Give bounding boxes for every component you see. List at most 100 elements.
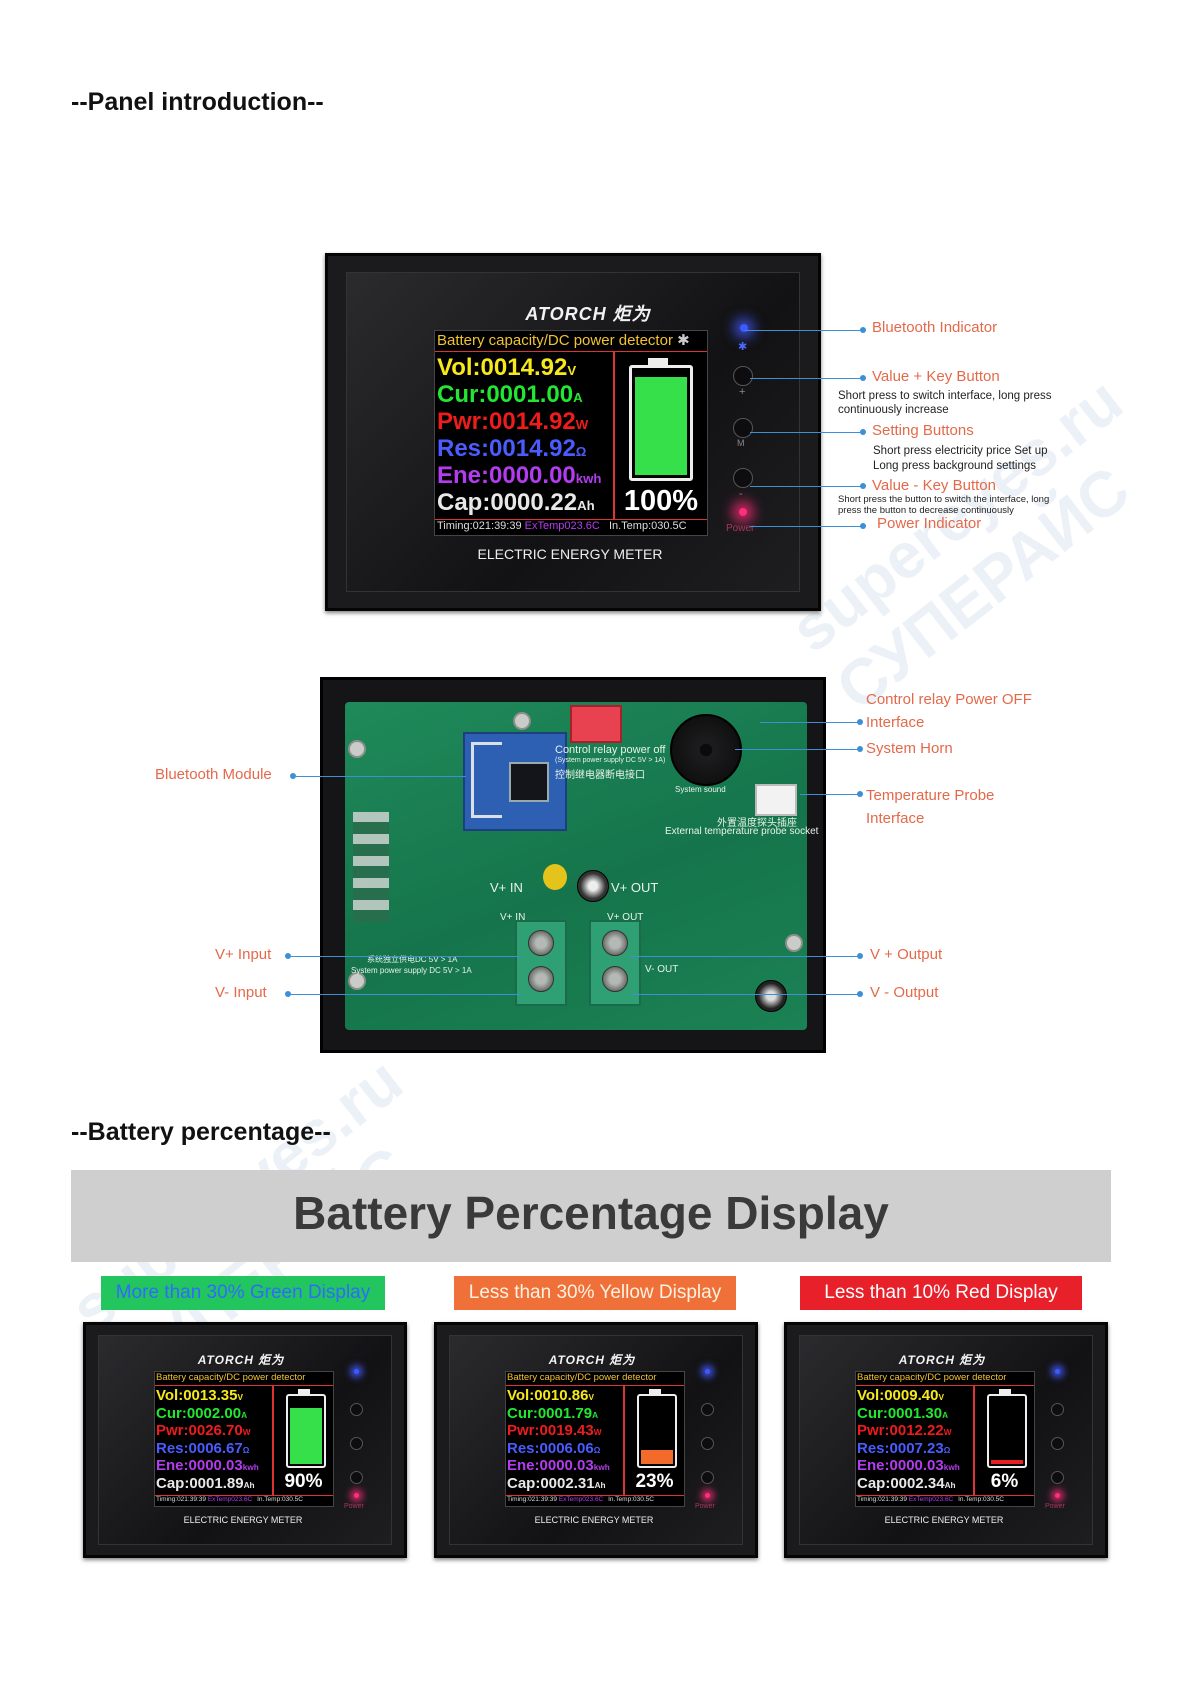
mini-pwr-unit: W bbox=[242, 1428, 251, 1437]
terminal-screw[interactable] bbox=[602, 966, 628, 992]
mini-lcd-screen: Battery capacity/DC power detector Vol:0… bbox=[505, 1371, 685, 1507]
in-temp-text: In.Temp:030.5C bbox=[608, 1496, 654, 1503]
callout-dot bbox=[860, 483, 866, 489]
mini-pwr-unit: W bbox=[593, 1428, 602, 1437]
setting-button[interactable] bbox=[733, 418, 753, 438]
value-plus-button[interactable] bbox=[1051, 1403, 1064, 1416]
pwr-label: Pwr: bbox=[437, 408, 490, 435]
label-power-indicator: Power Indicator bbox=[877, 515, 982, 532]
temp-probe-connector bbox=[755, 784, 797, 816]
lcd-res: Res:0014.92Ω bbox=[437, 435, 586, 463]
battery-cap bbox=[648, 358, 668, 365]
value-minus-button[interactable] bbox=[733, 468, 753, 488]
mini-lcd-footer: Timing:021:39:39 ExTemp023.6C In.Temp:03… bbox=[506, 1495, 684, 1506]
res-label: Res: bbox=[437, 435, 490, 462]
mini-pwr-value: Pwr:0012.22 bbox=[857, 1422, 944, 1439]
callout-line bbox=[750, 486, 863, 487]
power-led-label: Power bbox=[726, 523, 755, 534]
callout-line bbox=[760, 722, 860, 723]
pwr-value: 0014.92 bbox=[489, 408, 576, 435]
mini-battery-percent: 6% bbox=[990, 1471, 1019, 1492]
battery-cap bbox=[999, 1389, 1011, 1394]
input-terminal-block[interactable] bbox=[515, 920, 567, 1006]
mini-cap-value: Cap:0002.34 bbox=[857, 1474, 945, 1492]
cur-label: Cur: bbox=[437, 381, 487, 408]
mini-cur-unit: A bbox=[592, 1410, 599, 1420]
lcd-header-text: Battery capacity/DC power detector bbox=[437, 332, 673, 349]
tag-yellow: Less than 30% Yellow Display bbox=[454, 1276, 736, 1310]
in-temp-text: In.Temp:030.5C bbox=[608, 520, 687, 532]
mini-lcd-cap: Cap:0002.34Ah bbox=[857, 1475, 956, 1492]
power-led-label: Power bbox=[1045, 1503, 1065, 1510]
battery-banner: Battery Percentage Display bbox=[71, 1170, 1111, 1262]
mini-meter-caption: ELECTRIC ENERGY METER bbox=[534, 1515, 654, 1525]
tag-green: More than 30% Green Display bbox=[101, 1276, 385, 1310]
output-terminal-block[interactable] bbox=[589, 920, 641, 1006]
watermark-top: supereyes.ru СУПЕРАЙС bbox=[777, 363, 1182, 725]
mini-ene-value: Ene:0000.03 bbox=[156, 1457, 243, 1474]
pin-header bbox=[353, 812, 389, 922]
probe-silk: External temperature probe socket bbox=[665, 826, 819, 837]
mini-meter: ATORCH 炬为 Battery capacity/DC power dete… bbox=[434, 1322, 758, 1558]
value-minus-button[interactable] bbox=[350, 1471, 363, 1484]
mini-lcd-cap: Cap:0001.89Ah bbox=[156, 1475, 255, 1492]
battery-cap bbox=[298, 1389, 310, 1394]
mini-lcd-vol: Vol:0013.35V bbox=[156, 1387, 243, 1404]
cap-unit: Ah bbox=[577, 498, 595, 513]
bluetooth-led bbox=[705, 1369, 710, 1374]
relay-silk: Control relay power off bbox=[555, 744, 666, 756]
mini-meter: ATORCH 炬为 Battery capacity/DC power dete… bbox=[784, 1322, 1108, 1558]
callout-line bbox=[291, 994, 521, 995]
terminal-screw[interactable] bbox=[602, 930, 628, 956]
capacitor-yellow bbox=[543, 864, 567, 890]
callout-line bbox=[630, 956, 860, 957]
mini-res-value: Res:0006.06 bbox=[507, 1439, 594, 1457]
mini-vol-value: Vol:0010.86 bbox=[507, 1387, 589, 1404]
mini-lcd-ene: Ene:0000.03kwh bbox=[507, 1457, 610, 1474]
mini-vol-value: Vol:0013.35 bbox=[156, 1387, 238, 1404]
terminal-screw[interactable] bbox=[528, 966, 554, 992]
bluetooth-led bbox=[1055, 1369, 1060, 1374]
value-minus-button[interactable] bbox=[1051, 1471, 1064, 1484]
value-plus-button[interactable] bbox=[350, 1403, 363, 1416]
in-temp-text: In.Temp:030.5C bbox=[958, 1496, 1004, 1503]
timing-text: Timing:021:39:39 bbox=[156, 1496, 206, 1503]
mini-ene-unit: kwh bbox=[593, 1463, 610, 1472]
callout-line bbox=[630, 994, 860, 995]
mini-pwr-value: Pwr:0019.43 bbox=[507, 1422, 594, 1439]
setting-button[interactable] bbox=[1051, 1437, 1064, 1450]
mini-battery-percent: 90% bbox=[284, 1471, 323, 1492]
value-plus-button[interactable] bbox=[701, 1403, 714, 1416]
mini-lcd-pwr: Pwr:0012.22W bbox=[857, 1422, 952, 1439]
section-title-panel: --Panel introduction-- bbox=[71, 88, 324, 116]
value-minus-button[interactable] bbox=[701, 1471, 714, 1484]
mini-ene-value: Ene:0000.03 bbox=[857, 1457, 944, 1474]
callout-line bbox=[750, 378, 863, 379]
supply-silk: System power supply DC 5V > 1A bbox=[351, 966, 472, 975]
label-v-minus-input: V- Input bbox=[215, 984, 267, 1001]
mini-lcd-vol: Vol:0009.40V bbox=[857, 1387, 944, 1404]
power-led bbox=[354, 1493, 359, 1498]
vminus-out-silk: V- OUT bbox=[645, 964, 679, 975]
probe-silk-cn: 外置温度探头插座 bbox=[717, 818, 797, 829]
mini-lcd-header-text: Battery capacity/DC power detector bbox=[857, 1372, 1007, 1383]
meter-caption: ELECTRIC ENERGY METER bbox=[477, 546, 663, 562]
label-bluetooth-module: Bluetooth Module bbox=[155, 766, 272, 783]
horn-silk: System sound bbox=[675, 785, 726, 794]
ene-unit: kwh bbox=[575, 471, 602, 486]
setting-button[interactable] bbox=[350, 1437, 363, 1450]
mini-res-unit: Ω bbox=[943, 1445, 951, 1455]
vin-silk: V+ IN bbox=[490, 880, 523, 895]
circuit-board: Control relay power off (System power su… bbox=[345, 702, 818, 1030]
callout-line bbox=[750, 432, 863, 433]
setting-button[interactable] bbox=[701, 1437, 714, 1450]
value-plus-button[interactable] bbox=[733, 366, 753, 386]
terminal-screw[interactable] bbox=[528, 930, 554, 956]
label-v-minus-output: V - Output bbox=[870, 984, 939, 1001]
in-temp-text: In.Temp:030.5C bbox=[257, 1496, 303, 1503]
mini-cur-value: Cur:0001.30 bbox=[857, 1404, 943, 1422]
mini-cur-value: Cur:0001.79 bbox=[507, 1404, 593, 1422]
mini-battery-icon bbox=[286, 1389, 326, 1468]
res-value: 0014.92 bbox=[489, 435, 576, 462]
battery-icon bbox=[629, 358, 693, 481]
